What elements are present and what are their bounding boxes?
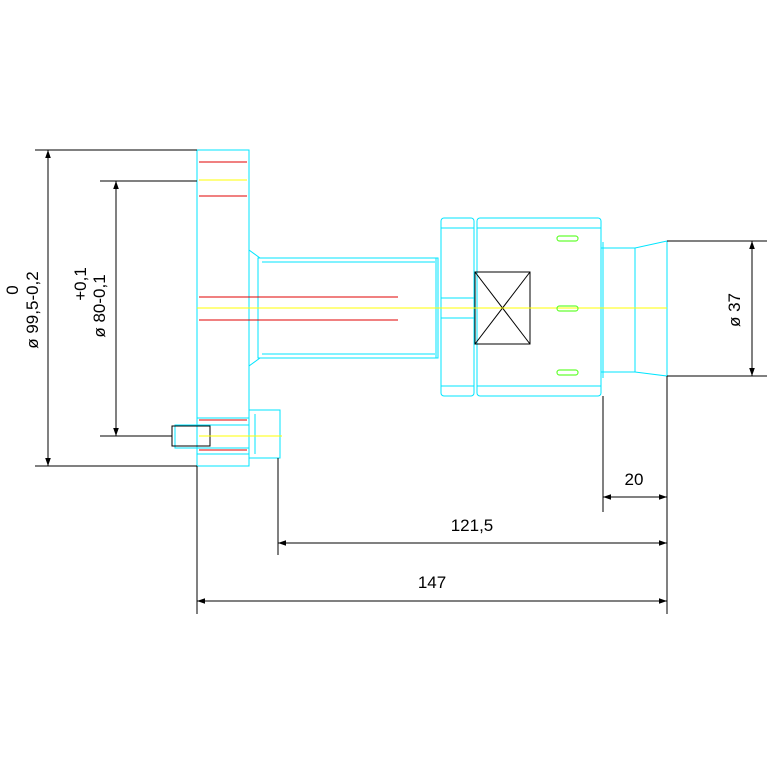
tip-diameter-label: ø 37 (725, 293, 744, 327)
tip-stage-1 (600, 247, 636, 373)
length-from-screw-label: 121,5 (451, 516, 494, 535)
body-markings (556, 235, 579, 376)
collar-outline (440, 217, 475, 397)
pilot-diameter-upper-tol: +0,1 (71, 267, 90, 301)
outer-diameter-label: ø 99,5-0,2 (23, 271, 42, 349)
length-tip-label: 20 (625, 470, 644, 489)
outer-diameter-upper-tol: 0 (3, 285, 22, 294)
screw-head-outline (248, 409, 281, 459)
body-outline (476, 217, 602, 397)
hidden-lines (199, 161, 398, 451)
pilot-diameter-label: ø 80-0,1 (90, 274, 109, 337)
length-overall-label: 147 (418, 573, 446, 592)
neck-outline (248, 238, 261, 378)
dimension-lines (35, 149, 767, 614)
center-lines (197, 179, 667, 437)
